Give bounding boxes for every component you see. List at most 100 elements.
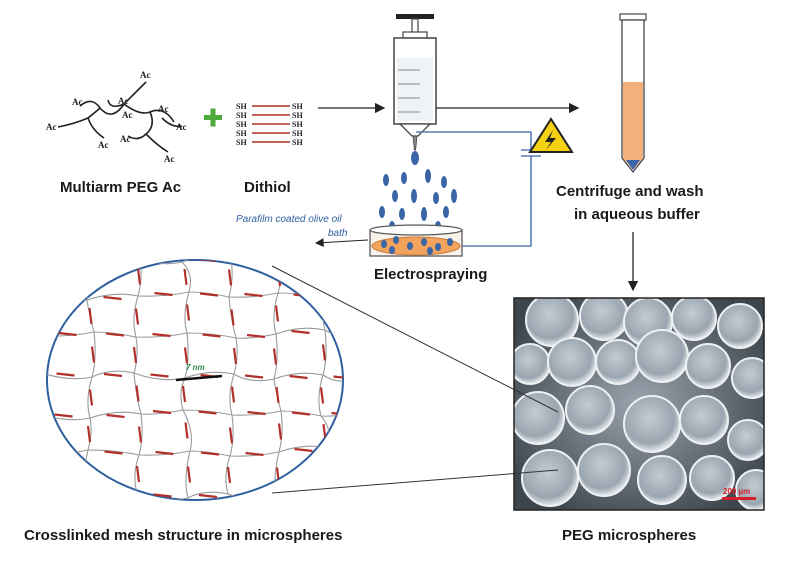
bath-droplet	[427, 247, 433, 255]
ac-label: Ac	[176, 122, 187, 132]
droplet	[379, 206, 385, 218]
crosslink	[155, 450, 174, 456]
crosslink	[198, 410, 217, 415]
crosslink	[134, 308, 140, 325]
microsphere	[635, 329, 689, 383]
crosslink	[103, 295, 122, 301]
sh-label: SH	[236, 129, 247, 138]
microsphere	[679, 395, 729, 445]
crosslink	[291, 411, 311, 416]
microsphere	[565, 385, 615, 435]
crosslink	[152, 409, 172, 415]
ac-label: Ac	[72, 97, 83, 107]
centrifuge-label-line2: in aqueous buffer	[574, 206, 700, 223]
bath-droplets	[381, 236, 453, 255]
crosslink	[272, 348, 278, 365]
bath-label-line2: bath	[328, 228, 348, 239]
crosslink	[88, 307, 93, 325]
mesh-caption: Crosslinked mesh structure in microspher…	[24, 527, 342, 544]
crosslink	[277, 423, 283, 440]
crosslink	[333, 375, 343, 380]
scale-bar-label: 200 µm	[723, 487, 750, 496]
sh-label: SH	[236, 138, 247, 147]
microsphere	[717, 303, 763, 349]
centrifuge-tube-icon	[619, 13, 647, 174]
crosslink	[200, 451, 220, 456]
crosslink	[330, 260, 343, 264]
crosslink	[88, 389, 94, 406]
centrifuge-label-line1: Centrifuge and wash	[556, 183, 704, 200]
crosslink	[40, 426, 42, 442]
crosslink	[292, 494, 311, 500]
droplet	[433, 192, 439, 204]
ac-label: Ac	[140, 70, 151, 80]
droplet	[401, 172, 407, 184]
ac-label: Ac	[158, 104, 169, 114]
mesh-strand	[273, 262, 283, 500]
crosslink	[183, 347, 189, 364]
bath-droplet	[393, 236, 399, 244]
crosslink	[151, 260, 171, 262]
crosslink	[360, 307, 362, 323]
mesh-strand	[83, 260, 96, 498]
crosslink	[198, 493, 218, 499]
crosslink	[228, 427, 234, 444]
crosslink	[294, 447, 313, 453]
crosslink	[85, 272, 91, 289]
crosslink	[136, 268, 142, 285]
crosslink	[356, 469, 358, 485]
microsphere	[577, 443, 631, 497]
crosslink	[105, 260, 124, 262]
ac-label: Ac	[118, 96, 129, 106]
crosslink	[56, 449, 76, 455]
droplet	[399, 208, 405, 220]
crosslink	[105, 332, 125, 337]
mesh-strand	[47, 370, 343, 383]
plus-icon	[204, 108, 222, 127]
crosslink	[227, 269, 233, 286]
droplet	[411, 151, 419, 165]
crosslink	[244, 292, 263, 298]
sh-label: SH	[236, 111, 247, 120]
microsphere	[685, 343, 731, 389]
crosslink	[39, 346, 41, 362]
mesh-strand	[47, 327, 343, 339]
crosslink	[55, 295, 75, 300]
microsphere	[521, 449, 579, 507]
crosslink	[184, 422, 189, 439]
electrospraying-label: Electrospraying	[374, 266, 487, 283]
crosslink	[186, 466, 192, 483]
crosslink	[56, 372, 75, 377]
crosslink	[183, 268, 188, 286]
sh-label: SH	[236, 120, 247, 129]
bath-label-line1: Parafilm coated olive oil	[236, 214, 342, 225]
crosslink	[321, 270, 326, 287]
peg-label: Multiarm PEG Ac	[60, 179, 181, 196]
droplet	[441, 176, 447, 188]
mesh-size-label: 7 nm	[186, 363, 205, 372]
microsphere	[579, 298, 629, 341]
crosslink	[39, 268, 41, 284]
crosslink	[275, 386, 280, 404]
crosslink	[247, 410, 266, 416]
crosslink	[319, 387, 325, 404]
microsphere	[623, 395, 681, 453]
droplet	[411, 189, 417, 203]
droplet	[421, 207, 427, 221]
microspheres-caption: PEG microspheres	[562, 527, 696, 544]
crosslink	[84, 465, 90, 482]
microsphere	[731, 357, 764, 399]
crosslink	[58, 331, 77, 337]
crosslink	[152, 332, 171, 338]
ac-label: Ac	[122, 110, 133, 120]
crosslink	[321, 344, 327, 361]
droplet	[383, 174, 389, 186]
crosslink	[54, 492, 74, 497]
mesh-strand	[47, 409, 343, 421]
zoom-line-bottom	[271, 469, 559, 494]
mesh-strand	[133, 260, 143, 494]
crosslink	[86, 425, 92, 443]
microsphere	[525, 298, 579, 347]
mesh-size-marker	[175, 374, 223, 382]
microsphere	[514, 343, 551, 385]
